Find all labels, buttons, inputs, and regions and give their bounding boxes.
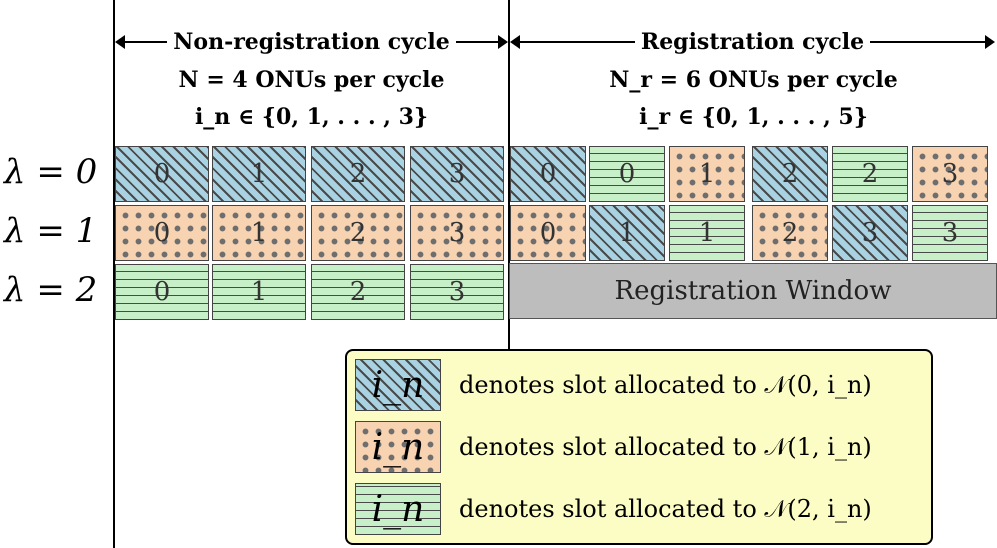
slot-lambda-2-0: 0 <box>115 264 209 320</box>
row-label-lambda-2: λ = 2 <box>4 270 98 310</box>
reg-cycle-title: Registration cycle <box>640 29 865 55</box>
slot-index-label: 1 <box>698 159 716 189</box>
slot-lambda-1-6: 1 <box>669 205 745 261</box>
slot-index-label: 2 <box>861 159 879 189</box>
slot-index-label: 3 <box>448 218 466 248</box>
slot-lambda-2-3: 3 <box>410 264 504 320</box>
slot-index-label: 0 <box>618 159 636 189</box>
slot-index-label: 1 <box>618 218 636 248</box>
slot-index-label: 3 <box>941 159 959 189</box>
slot-lambda-0-4: 0 <box>510 146 586 202</box>
slot-lambda-0-3: 3 <box>410 146 504 202</box>
slot-index-label: 0 <box>153 277 171 307</box>
legend-text: denotes slot allocated to 𝒩(1, i_n) <box>459 433 872 461</box>
legend-item-lambda-1: i_n denotes slot allocated to 𝒩(1, i_n) <box>355 421 925 473</box>
slot-lambda-0-8: 2 <box>832 146 908 202</box>
slot-lambda-1-9: 3 <box>912 205 988 261</box>
reg-index-set: i_r ∈ {0, 1, . . . , 5} <box>639 104 868 130</box>
legend-text: denotes slot allocated to 𝒩(0, i_n) <box>459 371 872 399</box>
slot-index-label: 0 <box>153 159 171 189</box>
reg-onu-count: N_r = 6 ONUs per cycle <box>609 67 898 93</box>
legend-swatch-diagonal: i_n <box>355 359 441 411</box>
slot-lambda-0-5: 0 <box>589 146 665 202</box>
slot-lambda-1-8: 3 <box>832 205 908 261</box>
slot-index-label: 1 <box>250 277 268 307</box>
slot-index-label: 3 <box>448 159 466 189</box>
slot-index-label: 2 <box>781 159 799 189</box>
slot-lambda-2-1: 1 <box>212 264 306 320</box>
right-arrow <box>455 35 509 49</box>
registration-window: Registration Window <box>509 263 997 319</box>
slot-index-label: 1 <box>698 218 716 248</box>
slot-index-label: 1 <box>250 159 268 189</box>
legend-swatch-horizontal: i_n <box>355 483 441 535</box>
slot-lambda-1-7: 2 <box>752 205 828 261</box>
slot-lambda-1-5: 1 <box>589 205 665 261</box>
slot-lambda-0-2: 2 <box>311 146 405 202</box>
legend-item-lambda-2: i_n denotes slot allocated to 𝒩(2, i_n) <box>355 483 925 535</box>
slot-index-label: 2 <box>349 218 367 248</box>
slot-lambda-1-3: 3 <box>410 205 504 261</box>
legend-text: denotes slot allocated to 𝒩(2, i_n) <box>459 495 872 523</box>
slot-index-label: 3 <box>861 218 879 248</box>
legend-box: i_n denotes slot allocated to 𝒩(0, i_n) … <box>345 349 933 545</box>
slot-lambda-1-1: 1 <box>212 205 306 261</box>
slot-lambda-0-6: 1 <box>669 146 745 202</box>
row-label-lambda-1: λ = 1 <box>4 211 98 251</box>
slot-lambda-0-0: 0 <box>115 146 209 202</box>
slot-index-label: 2 <box>781 218 799 248</box>
slot-lambda-0-1: 1 <box>212 146 306 202</box>
left-arrow <box>114 35 168 49</box>
slot-lambda-1-4: 0 <box>510 205 586 261</box>
right-arrow <box>870 35 995 49</box>
slot-lambda-0-9: 3 <box>912 146 988 202</box>
slot-index-label: 2 <box>349 277 367 307</box>
slot-lambda-1-0: 0 <box>115 205 209 261</box>
slot-index-label: 0 <box>539 218 557 248</box>
slot-index-label: 2 <box>349 159 367 189</box>
nonreg-cycle-arrow: Non-registration cycle <box>114 26 509 58</box>
legend-swatch-dotted: i_n <box>355 421 441 473</box>
left-arrow <box>510 35 635 49</box>
left-boundary-line <box>113 0 115 548</box>
slot-lambda-2-2: 2 <box>311 264 405 320</box>
slot-index-label: 0 <box>153 218 171 248</box>
nonreg-index-set: i_n ∈ {0, 1, . . . , 3} <box>194 104 429 130</box>
nonreg-cycle-title: Non-registration cycle <box>173 29 450 55</box>
slot-lambda-0-7: 2 <box>752 146 828 202</box>
reg-cycle-arrow: Registration cycle <box>510 26 995 58</box>
slot-index-label: 3 <box>448 277 466 307</box>
slot-index-label: 0 <box>539 159 557 189</box>
slot-lambda-1-2: 2 <box>311 205 405 261</box>
slot-index-label: 1 <box>250 218 268 248</box>
slot-index-label: 3 <box>941 218 959 248</box>
row-label-lambda-0: λ = 0 <box>4 152 98 192</box>
cycle-divider-line <box>508 0 510 355</box>
legend-item-lambda-0: i_n denotes slot allocated to 𝒩(0, i_n) <box>355 359 925 411</box>
nonreg-onu-count: N = 4 ONUs per cycle <box>178 67 445 93</box>
